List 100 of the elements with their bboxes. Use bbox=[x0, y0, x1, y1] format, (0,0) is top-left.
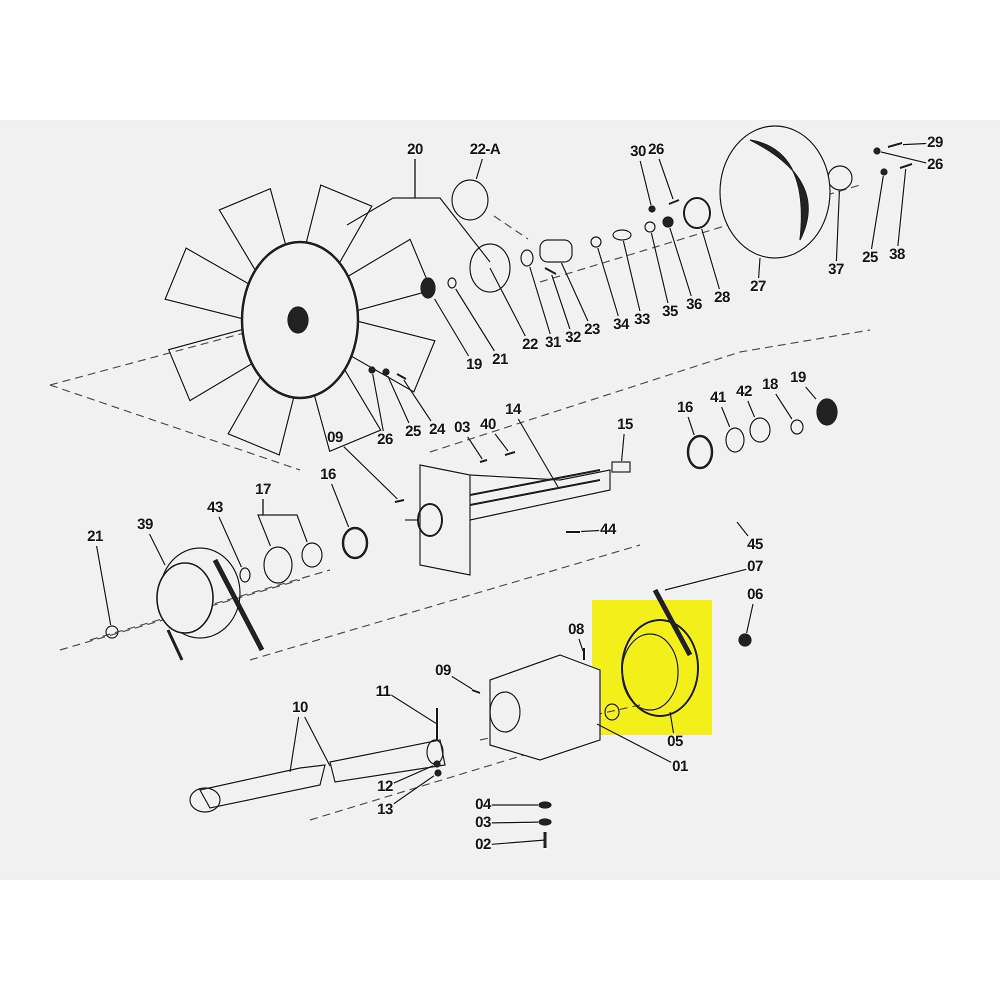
callout-number: 44 bbox=[600, 522, 616, 538]
disc-drawing bbox=[451, 179, 489, 221]
hub-drawing bbox=[469, 243, 511, 293]
gearbox-drawing bbox=[489, 654, 601, 761]
leader-line bbox=[148, 534, 166, 566]
callout-number: 20 bbox=[407, 142, 423, 158]
screw-pin bbox=[888, 142, 902, 148]
pulley-drawing bbox=[604, 619, 699, 721]
screw-pin bbox=[668, 199, 680, 205]
coupling-drawing bbox=[611, 461, 631, 473]
leader-line bbox=[721, 406, 730, 428]
callout-number: 30 bbox=[630, 144, 646, 160]
callout-number: 36 bbox=[686, 297, 702, 313]
callout-number: 02 bbox=[475, 837, 491, 853]
cap-drawing bbox=[827, 165, 853, 191]
small-nut bbox=[105, 625, 119, 639]
callout-number: 25 bbox=[862, 250, 878, 266]
leader-line bbox=[489, 268, 526, 336]
leader-line bbox=[775, 394, 792, 420]
leader-line bbox=[434, 298, 470, 356]
leader-line bbox=[455, 288, 495, 352]
leader-line bbox=[836, 190, 840, 262]
callout-number: 21 bbox=[492, 352, 508, 368]
bolt bbox=[544, 832, 546, 848]
callout-number: 23 bbox=[584, 322, 600, 338]
leader-line bbox=[596, 723, 672, 763]
washer-ring bbox=[590, 236, 602, 248]
callout-number: 41 bbox=[710, 390, 726, 406]
leader-line bbox=[578, 638, 584, 652]
callout-number: 26 bbox=[648, 142, 664, 158]
small-nut bbox=[648, 205, 656, 213]
leader-line bbox=[688, 416, 695, 436]
callout-number: 26 bbox=[927, 157, 943, 173]
callout-number: 09 bbox=[327, 430, 343, 446]
washer-ring bbox=[301, 542, 323, 568]
leader-line bbox=[650, 232, 668, 304]
leader-line bbox=[621, 434, 625, 462]
callout-number: 28 bbox=[714, 290, 730, 306]
callout-number: 40 bbox=[480, 417, 496, 433]
leader-line bbox=[96, 546, 112, 626]
leader-line bbox=[304, 716, 331, 766]
leader-line bbox=[880, 151, 926, 164]
washer-disc bbox=[662, 216, 674, 228]
washer-ring bbox=[263, 546, 293, 584]
washer-ring bbox=[239, 567, 251, 583]
callout-number: 38 bbox=[889, 247, 905, 263]
callout-number: 12 bbox=[377, 779, 393, 795]
leader-line bbox=[560, 262, 588, 322]
small-nut bbox=[880, 168, 888, 176]
callout-number: 26 bbox=[377, 432, 393, 448]
leader-line bbox=[403, 380, 432, 422]
washer-ring bbox=[790, 419, 804, 435]
callout-number: 32 bbox=[565, 330, 581, 346]
leader-line bbox=[597, 248, 619, 316]
small-nut bbox=[873, 147, 881, 155]
leader-line bbox=[518, 418, 559, 488]
callout-number: 22 bbox=[522, 337, 538, 353]
leader-line bbox=[897, 168, 906, 246]
callout-number: 16 bbox=[677, 400, 693, 416]
leader-line bbox=[701, 228, 720, 290]
callout-number: 07 bbox=[747, 559, 763, 575]
sleeve-drawing bbox=[539, 239, 573, 263]
screw-pin bbox=[900, 163, 912, 169]
leader-line bbox=[492, 840, 544, 845]
leader-line bbox=[414, 159, 490, 262]
leader-line bbox=[747, 400, 756, 418]
snap-ring bbox=[725, 427, 745, 453]
callout-number: 19 bbox=[790, 370, 806, 386]
washer-disc bbox=[538, 818, 552, 826]
leader-line bbox=[467, 436, 483, 460]
callout-number: 24 bbox=[429, 422, 445, 438]
leader-line bbox=[805, 386, 816, 400]
washer-ring bbox=[644, 221, 656, 233]
small-nut bbox=[434, 769, 442, 777]
callout-number: 27 bbox=[750, 279, 766, 295]
callout-number: 03 bbox=[475, 815, 491, 831]
leader-line bbox=[391, 694, 436, 724]
callout-number: 09 bbox=[435, 663, 451, 679]
screw-pin bbox=[472, 689, 480, 694]
leader-line bbox=[529, 266, 551, 334]
leader-line bbox=[343, 446, 398, 500]
callout-number: 11 bbox=[376, 684, 390, 700]
callout-number: 15 bbox=[617, 417, 633, 433]
leader-line bbox=[331, 484, 350, 528]
callout-number: 08 bbox=[568, 622, 584, 638]
callout-number: 33 bbox=[634, 312, 650, 328]
callout-number: 43 bbox=[207, 500, 223, 516]
callout-number: 35 bbox=[662, 304, 678, 320]
leader-line bbox=[758, 258, 761, 278]
callout-number: 39 bbox=[137, 517, 153, 533]
callout-number: 17 bbox=[255, 482, 271, 498]
leader-line bbox=[393, 775, 434, 804]
callout-number: 45 bbox=[747, 537, 763, 553]
callout-number: 04 bbox=[475, 797, 491, 813]
callout-number: 22-A bbox=[470, 142, 500, 158]
leader-line bbox=[451, 676, 472, 690]
leader-line bbox=[494, 434, 509, 452]
callout-number: 16 bbox=[320, 467, 336, 483]
leader-line bbox=[640, 160, 652, 206]
leader-line bbox=[746, 604, 754, 634]
